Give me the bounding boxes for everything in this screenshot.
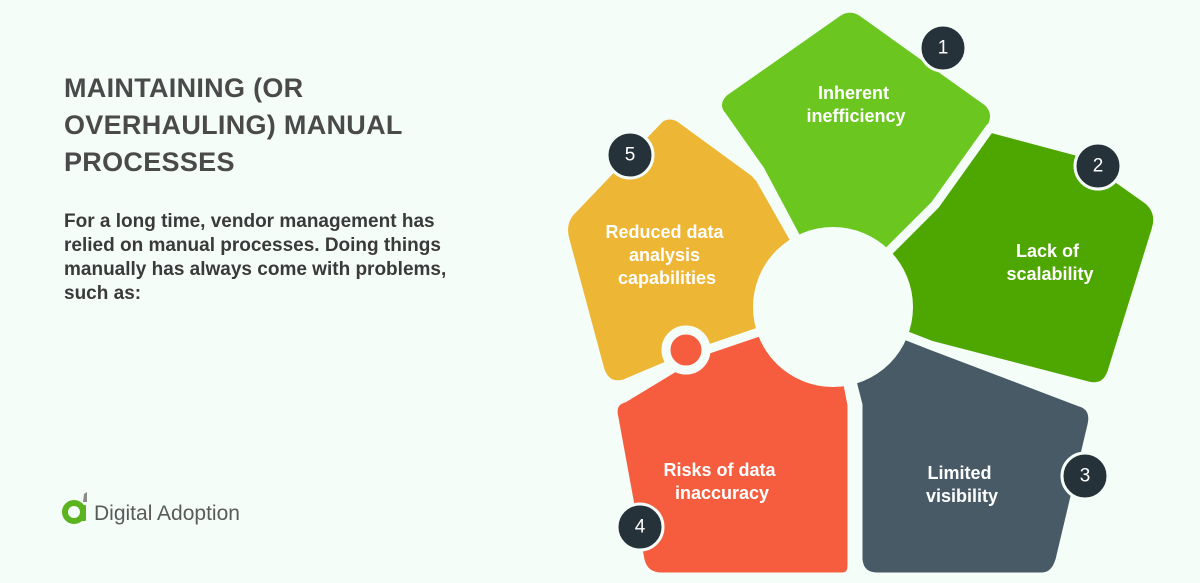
page-title: MAINTAINING (OR OVERHAULING) MANUAL PROC… xyxy=(64,73,403,177)
intro-paragraph: For a long time, vendor management has r… xyxy=(64,211,447,304)
svg-text:1: 1 xyxy=(938,38,949,59)
badge-4: 4 xyxy=(615,502,665,552)
svg-text:3: 3 xyxy=(1080,466,1091,487)
svg-text:5: 5 xyxy=(625,145,636,166)
piece-1-label: Inherent inefficiency xyxy=(806,83,905,126)
piece-2-label: Lack of scalability xyxy=(1006,241,1093,284)
digital-adoption-logo-icon xyxy=(62,492,92,526)
piece-4-label: Risks of data inaccuracy xyxy=(663,460,780,503)
badge-5: 5 xyxy=(605,130,655,180)
svg-text:4: 4 xyxy=(635,517,646,538)
badge-2: 2 xyxy=(1073,141,1123,191)
badge-1: 1 xyxy=(918,23,968,73)
badge-3: 3 xyxy=(1060,451,1110,501)
piece-3-label: Limited visibility xyxy=(926,463,998,506)
svg-text:2: 2 xyxy=(1093,156,1104,177)
piece-5-label: Reduced data analysis capabilities xyxy=(605,222,728,288)
logo-text: Digital Adoption xyxy=(94,502,240,525)
puzzle-piece-4 xyxy=(608,302,857,582)
brand-logo: Digital Adoption xyxy=(62,492,240,526)
